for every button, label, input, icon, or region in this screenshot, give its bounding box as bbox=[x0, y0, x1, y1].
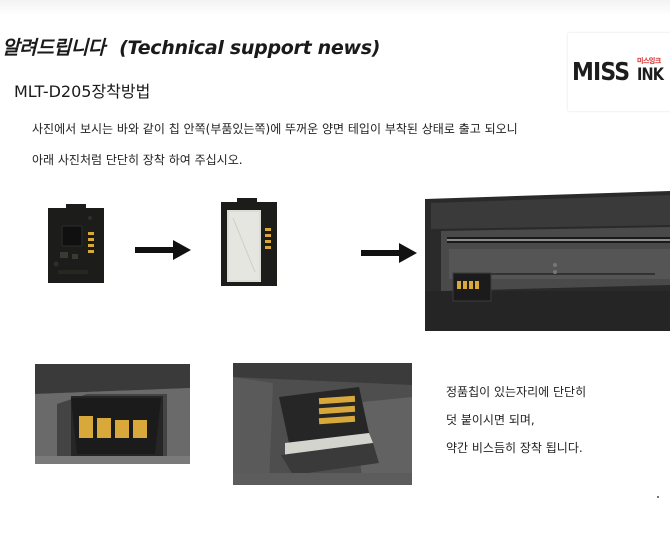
description-line-2: 아래 사진처럼 단단히 장착 하여 주십시오. bbox=[32, 153, 243, 167]
note-line-3: 약간 비스듬히 장착 됩니다. bbox=[446, 441, 583, 455]
decorative-dot bbox=[657, 496, 659, 498]
page-title-english: (Technical support news) bbox=[119, 37, 381, 59]
arrow-right-icon bbox=[361, 243, 417, 263]
page-title-korean: 알려드립니다 bbox=[2, 37, 106, 59]
toner-cartridge-photo bbox=[425, 181, 670, 344]
section-subtitle: MLT-D205장착방법 bbox=[14, 82, 151, 101]
chip-front-photo bbox=[44, 204, 108, 287]
logo-main-text: MISS bbox=[572, 57, 630, 86]
chip-installed-closeup-photo bbox=[35, 364, 190, 464]
logo-ink-text: INK bbox=[637, 65, 664, 85]
note-line-2: 덧 붙이시면 되며, bbox=[446, 413, 535, 427]
logo-korean-text: 미스잉크 bbox=[637, 57, 661, 65]
description-line-1: 사진에서 보시는 바와 같이 칩 안쪽(부품있는쪽)에 뚜꺼운 양면 테입이 부… bbox=[32, 122, 518, 136]
top-band bbox=[0, 0, 670, 16]
page-title: 알려드립니다 (Technical support news) bbox=[2, 33, 380, 60]
brand-logo: MISS 미스잉크 INK bbox=[568, 33, 670, 111]
chip-angled-closeup-photo bbox=[233, 363, 412, 485]
note-line-1: 정품칩이 있는자리에 단단히 bbox=[446, 385, 587, 399]
chip-with-tape-photo bbox=[219, 198, 279, 288]
arrow-right-icon bbox=[135, 240, 191, 260]
